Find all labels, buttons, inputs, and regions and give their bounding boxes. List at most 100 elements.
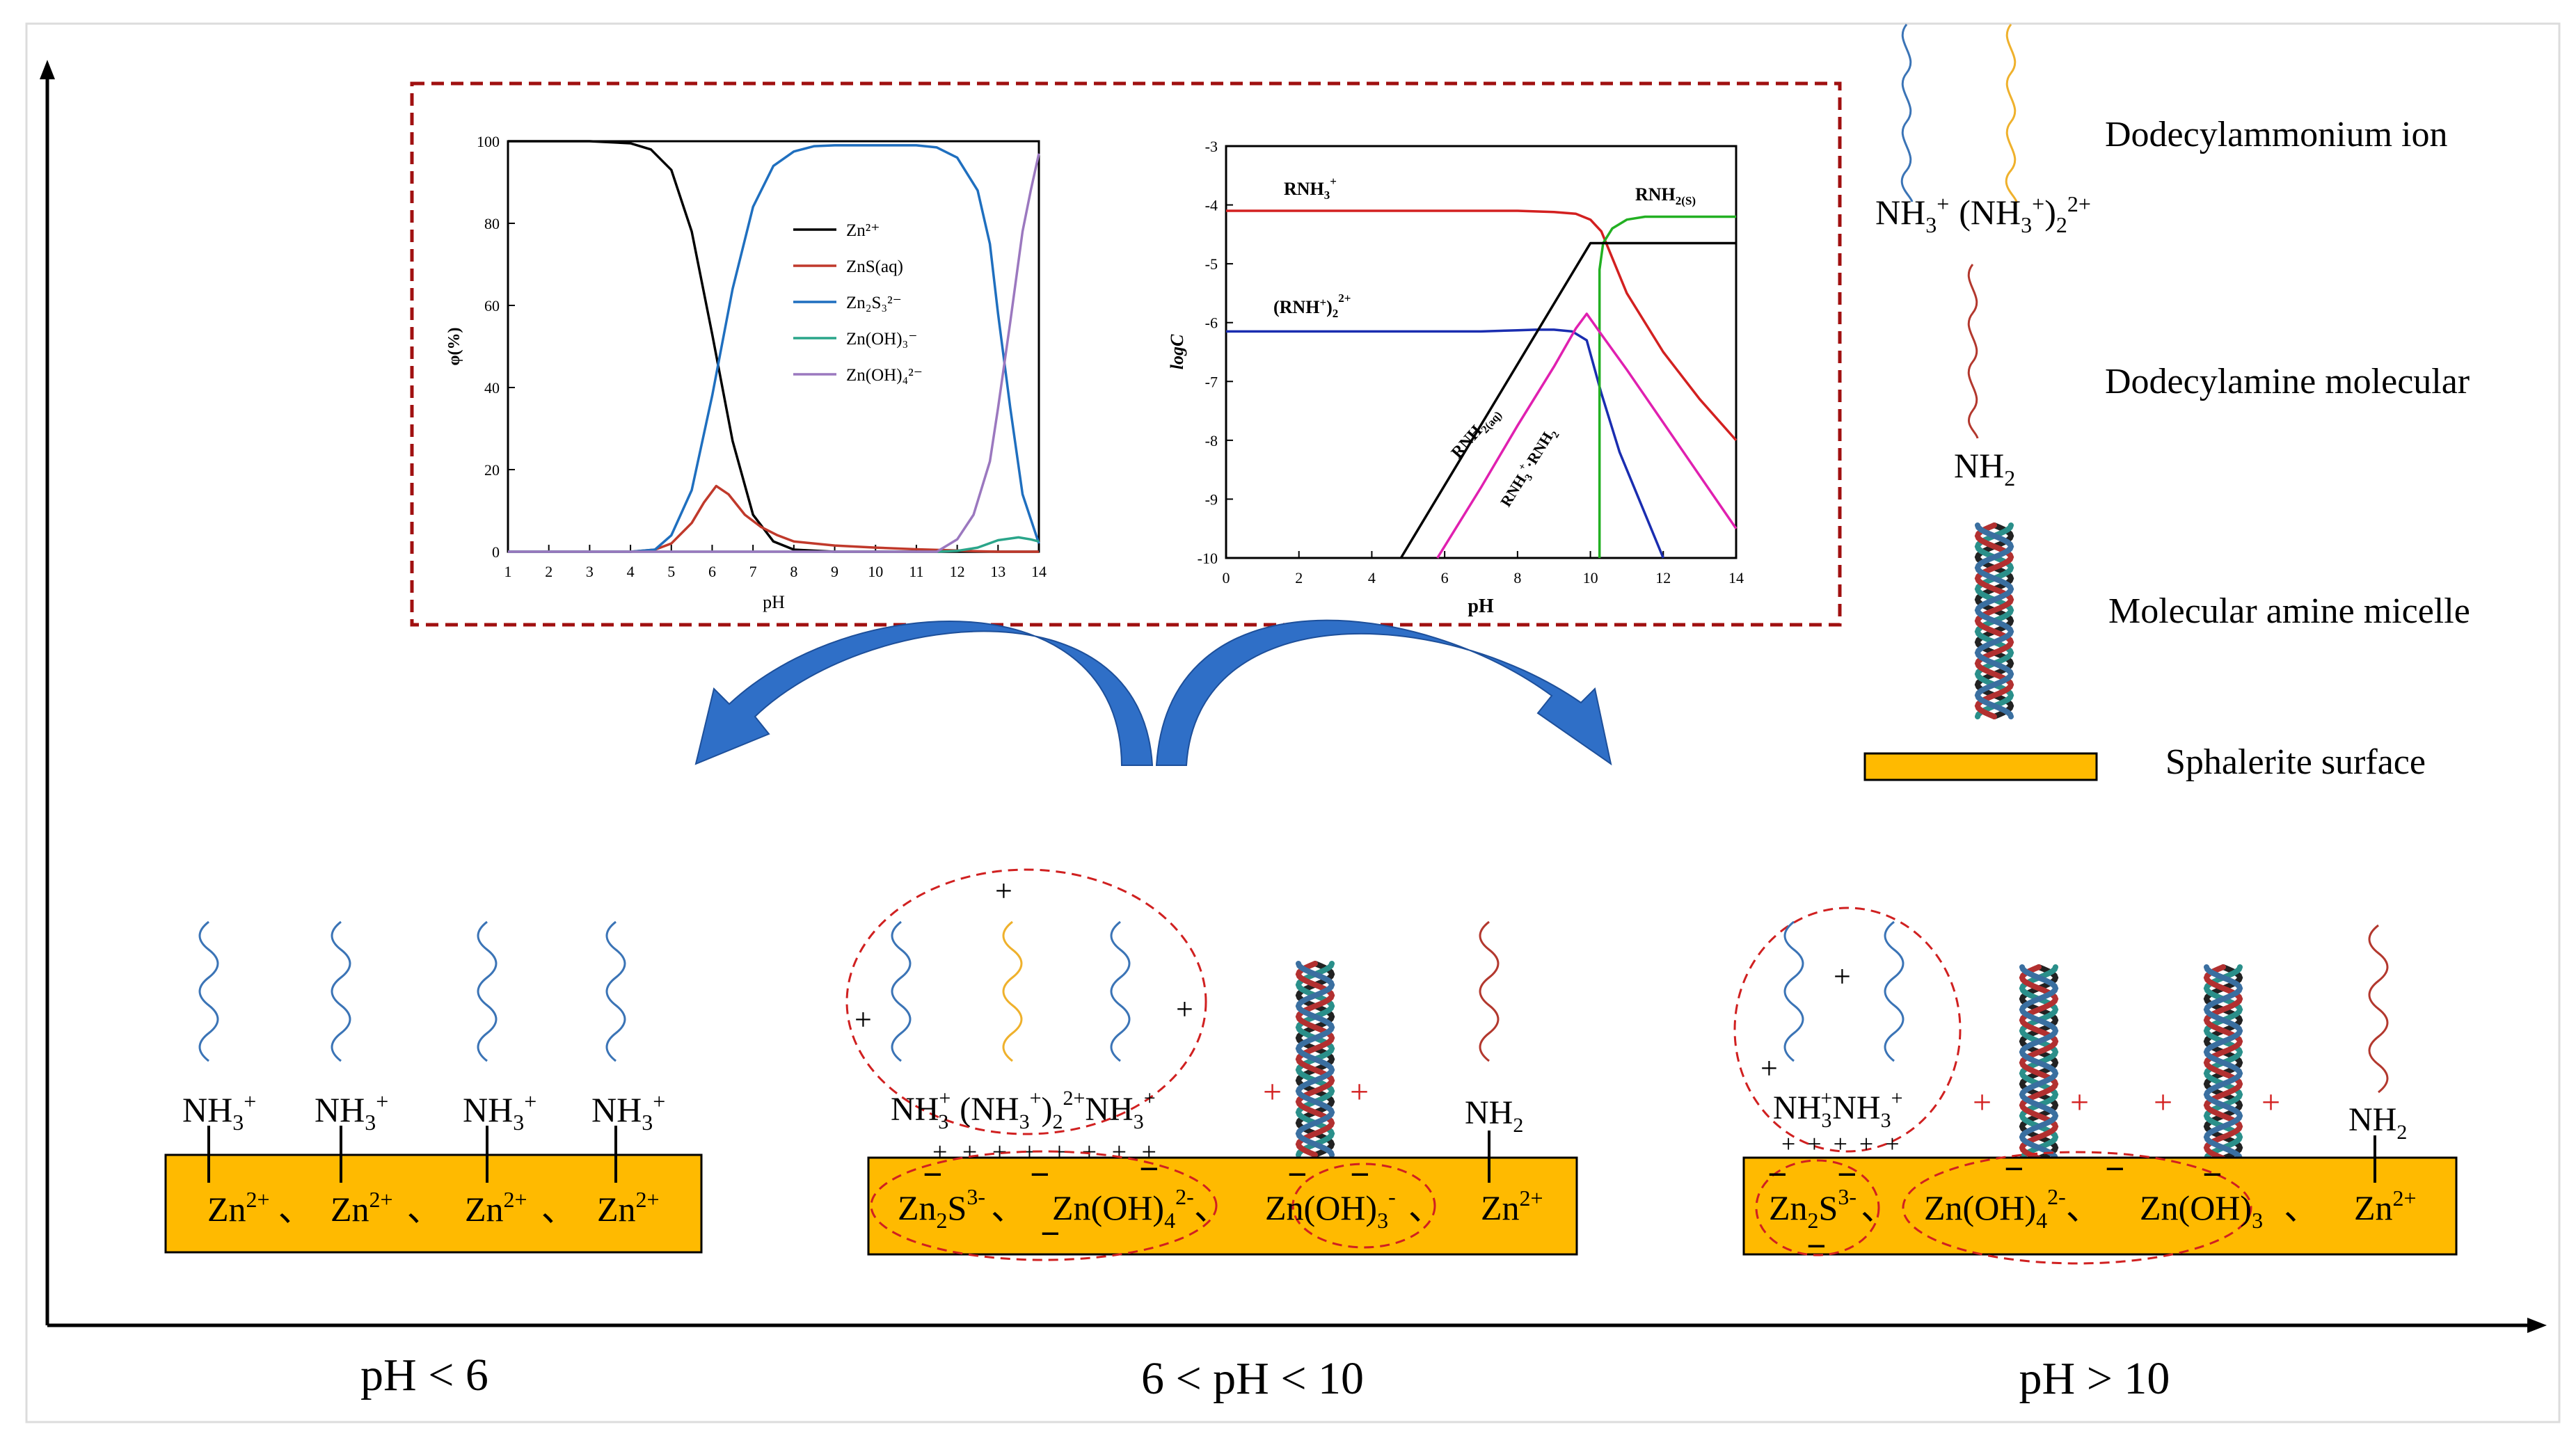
svg-text:+: + xyxy=(2261,1084,2280,1121)
y-tick-label: -4 xyxy=(1205,197,1218,214)
arrow-to-left-panel xyxy=(694,621,1154,766)
panel1-surface xyxy=(164,1153,703,1254)
alkyl-tail xyxy=(1479,920,1500,1062)
panel2-micelle-plus-signs: + + xyxy=(1263,1073,1369,1110)
y-tick-label: 20 xyxy=(484,461,500,479)
x-tick-label: 7 xyxy=(749,563,757,580)
logc-y-label: logC xyxy=(1167,334,1187,369)
micelle-strand xyxy=(2203,964,2243,1161)
logc-label-rnh2s: RNH2(S) xyxy=(1635,184,1696,207)
svg-text:+: + xyxy=(2070,1084,2089,1121)
panel2-ion-cluster-circle xyxy=(845,868,1207,1135)
micelle-strand xyxy=(1974,522,2014,719)
panel3-hydroxide-circle xyxy=(1902,1151,2252,1265)
y-tick-label: 100 xyxy=(477,133,500,150)
panel-alkaline: + + + + + + NH3+NH3+ + + + + + NH2 − − −… xyxy=(1733,907,2458,1404)
micelle-strand xyxy=(1295,961,1335,1158)
speciation-y-label: φ(%) xyxy=(445,328,463,366)
alkyl-tail xyxy=(331,920,351,1062)
panel2-micelle xyxy=(1295,961,1335,1158)
panel1-nh3-1: NH3+ xyxy=(182,1089,256,1135)
panel1-amine-heads: NH3+ NH3+ NH3+ NH3+ xyxy=(182,1089,665,1135)
panel3-cluster-plus-signs: + + xyxy=(1760,959,1851,1085)
legend-ion-label: Dodecylammonium ion xyxy=(2105,115,2447,154)
speciation-x-label: pH xyxy=(763,592,785,612)
svg-text:−: − xyxy=(2202,1155,2223,1194)
logc-label-rnh3-dimer: (RNH+)22+ xyxy=(1273,292,1351,320)
x-tick-label: 12 xyxy=(950,563,965,580)
x-tick-label: 1 xyxy=(504,563,512,580)
series-line--rnh- xyxy=(1226,328,1664,559)
panel2-znoh3-circle xyxy=(1291,1163,1436,1249)
x-tick-label: 14 xyxy=(1728,569,1744,586)
panel-neutral: + + + + + NH+3(NH3+)22+NH3+ NH2 + + + + … xyxy=(845,868,1578,1404)
x-tick-label: 6 xyxy=(708,563,716,580)
panel3-surface-species: Zn2S3-、 Zn(OH)42-、 Zn(OH)3、 Zn2+ xyxy=(1769,1184,2417,1233)
series-line-rnh- xyxy=(1226,209,1738,442)
x-tick-label: 14 xyxy=(1031,563,1047,580)
y-tick-label: -10 xyxy=(1198,550,1218,567)
panel3-ion-cluster-circle xyxy=(1733,907,1962,1153)
legend-molecular-formula: NH2 xyxy=(1954,446,2015,490)
legend-surface-swatch xyxy=(1863,752,2098,781)
legend-entry: Zn(OH)₄²⁻ xyxy=(846,366,923,385)
svg-text:−: − xyxy=(1806,1227,1827,1266)
panel3-plus-row: + + + + + xyxy=(1781,1130,1902,1158)
svg-text:−: − xyxy=(1030,1155,1050,1194)
x-tick-label: 5 xyxy=(667,563,675,580)
x-tick-label: 10 xyxy=(868,563,883,580)
x-tick-label: 3 xyxy=(586,563,594,580)
legend-entry: Zn²⁺ xyxy=(846,221,880,240)
x-tick-label: 13 xyxy=(990,563,1005,580)
micelle-strand xyxy=(1974,522,2014,719)
svg-text:−: − xyxy=(1139,1149,1159,1188)
page-border xyxy=(25,22,2561,1423)
arrow-to-right-panel xyxy=(1155,619,1612,766)
y-tick-label: -8 xyxy=(1205,432,1218,449)
legend-micelle-label: Molecular amine micelle xyxy=(2108,591,2470,631)
x-tick-label: 6 xyxy=(1441,569,1449,586)
y-tick-label: -9 xyxy=(1205,490,1218,508)
svg-text:+: + xyxy=(1834,959,1851,993)
alkyl-tail xyxy=(1783,920,1804,1062)
panel3-ion-heads: NH3+NH3+ xyxy=(1773,1087,1903,1132)
y-tick-label: 80 xyxy=(484,215,500,232)
svg-text:−: − xyxy=(1837,1155,1857,1194)
curved-arrows xyxy=(694,619,1612,766)
svg-text:+: + xyxy=(995,874,1012,908)
x-tick-label: 2 xyxy=(1295,569,1303,586)
alkyl-tail xyxy=(2368,924,2389,1094)
y-tick-label: -7 xyxy=(1205,373,1218,390)
panel-acidic: NH3+ NH3+ NH3+ NH3+ Zn2+、 Zn2+、 Zn2+、 Zn… xyxy=(164,920,703,1400)
speciation-plot-area xyxy=(507,140,1040,553)
micelle-strand xyxy=(2019,964,2059,1161)
logc-plot-area xyxy=(1225,145,1738,559)
x-tick-label: 8 xyxy=(1513,569,1521,586)
svg-text:+: + xyxy=(854,1003,872,1037)
alkyl-tail xyxy=(1110,920,1131,1062)
panel2-nh2: NH2 xyxy=(1465,1094,1523,1137)
svg-text:+: + xyxy=(1350,1073,1369,1110)
x-tick-label: 11 xyxy=(909,563,923,580)
legend-micelle-icon xyxy=(1974,522,2014,719)
svg-text:+: + xyxy=(1973,1084,1991,1121)
svg-text:−: − xyxy=(1350,1155,1370,1194)
legend-entry: ZnS(aq) xyxy=(846,257,903,276)
panel2-minus-signs: − − − − − − xyxy=(923,1149,1370,1253)
panel2-surface xyxy=(867,1156,1578,1256)
panel2-ion-heads: NH+3(NH3+)22+NH3+ xyxy=(891,1087,1156,1133)
legend-molecular-label: Dodecylamine molecular xyxy=(2105,362,2470,401)
panel2-anion-cluster-circle xyxy=(870,1150,1218,1261)
panel3-micelle-2 xyxy=(2203,964,2243,1161)
panel2-cluster-plus-signs: + + + xyxy=(854,874,1193,1037)
alkyl-tail xyxy=(198,920,219,1062)
x-tick-label: 10 xyxy=(1583,569,1598,586)
x-tick-label: 4 xyxy=(627,563,635,580)
panel2-molecular-tail xyxy=(1479,920,1500,1062)
svg-text:+: + xyxy=(2154,1084,2172,1121)
panel1-condition: pH < 6 xyxy=(360,1350,488,1400)
alkyl-tail xyxy=(1002,920,1023,1062)
